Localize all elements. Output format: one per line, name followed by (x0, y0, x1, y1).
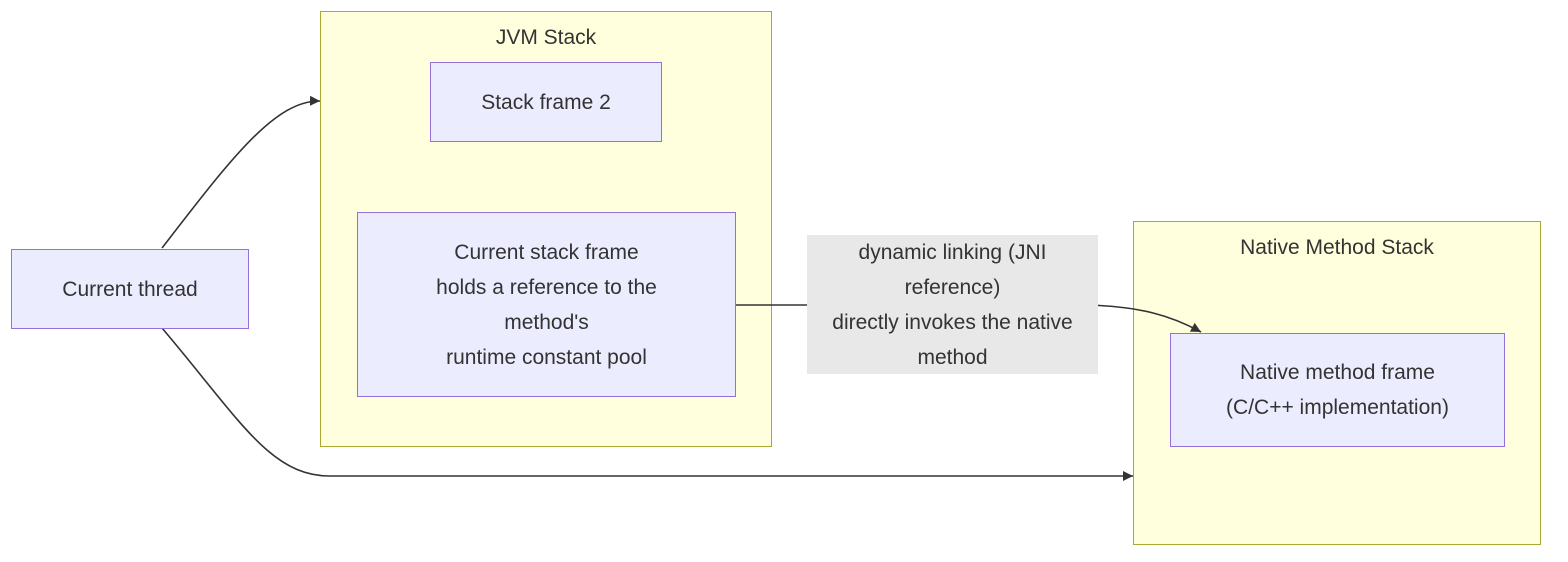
edge-label-line: dynamic linking (JNI (858, 240, 1047, 264)
node-line: holds a reference to the (436, 275, 657, 299)
jvm-stack-title: JVM Stack (495, 26, 597, 49)
node-line: Current thread (62, 277, 198, 301)
current-stack-frame-label: Current stack frame holds a reference to… (436, 235, 657, 375)
edge-label-line: reference) (904, 275, 1001, 299)
node-line: (C/C++ implementation) (1226, 396, 1449, 419)
current-thread-node[interactable]: Current thread (11, 249, 249, 329)
edge-thread-to-jvm-stack (161, 95, 321, 249)
dynamic-linking-label-text: dynamic linking (JNI reference) directly… (832, 235, 1072, 375)
node-line: runtime constant pool (446, 345, 647, 369)
native-method-stack-title: Native Method Stack (1240, 236, 1434, 259)
stack-frame-2-label: Stack frame 2 (481, 85, 611, 120)
native-method-frame-node[interactable]: Native method frame (C/C++ implementatio… (1170, 333, 1505, 447)
node-line: method's (504, 310, 589, 334)
node-line: Current stack frame (454, 240, 639, 264)
edge-label-line: directly invokes the native (832, 310, 1073, 334)
dynamic-linking-edge-label: dynamic linking (JNI reference) directly… (807, 235, 1098, 374)
node-line: Stack frame 2 (481, 90, 611, 114)
native-method-frame-label: Native method frame (C/C++ implementatio… (1226, 355, 1449, 425)
stack-frame-2-node[interactable]: Stack frame 2 (430, 62, 662, 142)
edge-label-line: method (917, 345, 988, 369)
edge-thread-to-native-stack (161, 327, 1133, 481)
node-line: Native method frame (1240, 361, 1435, 384)
current-thread-label: Current thread (62, 272, 197, 307)
current-stack-frame-node[interactable]: Current stack frame holds a reference to… (357, 212, 736, 397)
